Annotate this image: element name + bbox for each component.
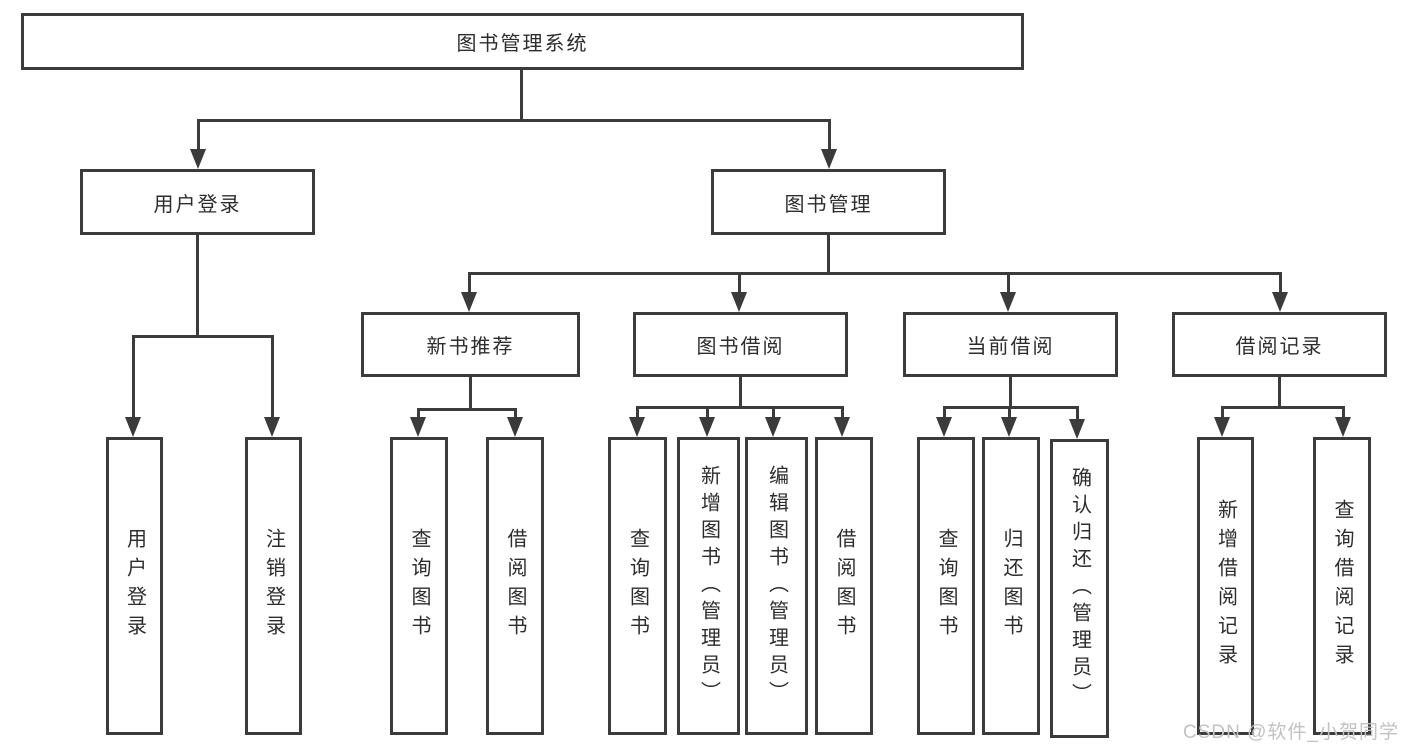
- arrowhead-icon: [1001, 417, 1017, 437]
- arrowhead-icon: [264, 417, 280, 437]
- leaf-borrow-edit-book-admin-label: 编辑图书（管理员）: [765, 464, 788, 708]
- leaf-recommend-query-book: 查询图书: [390, 437, 448, 735]
- arrowhead-icon: [699, 417, 715, 437]
- connector-line: [1008, 406, 1011, 418]
- connector-line: [1009, 377, 1012, 409]
- arrowhead-icon: [461, 292, 477, 312]
- connector-line: [943, 406, 946, 418]
- node-borrow-record: 借阅记录: [1172, 312, 1387, 377]
- arrowhead-icon: [125, 417, 141, 437]
- node-new-book-recommend-label: 新书推荐: [426, 336, 515, 358]
- connector-line: [197, 119, 200, 151]
- connector-line: [468, 272, 471, 294]
- leaf-current-return-book-label: 归还图书: [1000, 528, 1022, 644]
- leaf-current-query-book-label: 查询图书: [935, 528, 957, 644]
- connector-line: [827, 235, 830, 275]
- connector-line: [132, 335, 135, 419]
- leaf-borrow-query-book-label: 查询图书: [626, 528, 649, 644]
- connector-line: [1221, 406, 1345, 409]
- connector-line: [1007, 272, 1010, 294]
- arrowhead-icon: [1214, 417, 1230, 437]
- node-library-system-label: 图书管理系统: [456, 33, 589, 55]
- node-borrow-record-label: 借阅记录: [1235, 336, 1324, 358]
- connector-line: [520, 70, 523, 121]
- csdn-watermark: CSDN @软件_小贺同学: [1183, 722, 1399, 743]
- connector-line: [706, 406, 709, 418]
- leaf-current-query-book: 查询图书: [917, 437, 975, 735]
- arrowhead-icon: [410, 417, 426, 437]
- leaf-user-login-label: 用户登录: [123, 528, 146, 644]
- leaf-record-add-record: 新增借阅记录: [1197, 437, 1254, 735]
- node-book-borrow: 图书借阅: [633, 312, 848, 377]
- connector-line: [1342, 406, 1345, 418]
- connector-line: [417, 408, 517, 411]
- leaf-borrow-add-book-admin-label: 新增图书（管理员）: [697, 464, 720, 708]
- connector-line: [132, 335, 274, 338]
- arrowhead-icon: [936, 417, 952, 437]
- leaf-borrow-borrow-book-label: 借阅图书: [833, 528, 855, 644]
- arrowhead-icon: [190, 149, 206, 169]
- arrowhead-icon: [1272, 292, 1288, 312]
- node-book-management: 图书管理: [711, 169, 946, 235]
- connector-line: [739, 377, 742, 409]
- connector-line: [943, 406, 1079, 409]
- connector-line: [1076, 406, 1079, 420]
- arrowhead-icon: [765, 417, 781, 437]
- leaf-logout-label: 注销登录: [262, 528, 285, 644]
- leaf-recommend-borrow-book: 借阅图书: [486, 437, 544, 735]
- node-library-system: 图书管理系统: [21, 13, 1024, 70]
- connector-line: [738, 272, 741, 294]
- node-current-borrow: 当前借阅: [903, 312, 1118, 377]
- connector-line: [636, 406, 639, 418]
- leaf-logout: 注销登录: [245, 437, 302, 735]
- connector-line: [196, 235, 199, 338]
- connector-line: [197, 119, 831, 122]
- arrowhead-icon: [1335, 417, 1351, 437]
- leaf-borrow-add-book-admin: 新增图书（管理员）: [677, 437, 740, 735]
- leaf-recommend-borrow-book-label: 借阅图书: [504, 528, 526, 644]
- node-user-login: 用户登录: [80, 169, 315, 235]
- connector-line: [469, 377, 472, 411]
- node-book-management-label: 图书管理: [784, 193, 873, 216]
- connector-line: [772, 406, 775, 418]
- connector-line: [841, 406, 844, 418]
- node-user-login-label: 用户登录: [153, 193, 242, 216]
- leaf-record-add-record-label: 新增借阅记录: [1214, 499, 1237, 673]
- leaf-current-return-book: 归还图书: [982, 437, 1040, 735]
- node-current-borrow-label: 当前借阅: [966, 336, 1055, 358]
- connector-line: [271, 335, 274, 419]
- leaf-current-confirm-return-admin: 确认归还（管理员）: [1050, 439, 1109, 738]
- connector-line: [1279, 272, 1282, 294]
- arrowhead-icon: [1069, 419, 1085, 439]
- leaf-recommend-query-book-label: 查询图书: [408, 528, 430, 644]
- leaf-record-query-record-label: 查询借阅记录: [1331, 499, 1353, 673]
- arrowhead-icon: [507, 417, 523, 437]
- arrowhead-icon: [834, 417, 850, 437]
- leaf-user-login: 用户登录: [106, 437, 163, 735]
- leaf-borrow-borrow-book: 借阅图书: [815, 437, 873, 735]
- connector-line: [636, 406, 844, 409]
- connector-line: [417, 408, 420, 419]
- connector-line: [468, 272, 1282, 275]
- node-new-book-recommend: 新书推荐: [361, 312, 580, 377]
- node-book-borrow-label: 图书借阅: [696, 336, 785, 358]
- leaf-current-confirm-return-admin-label: 确认归还（管理员）: [1068, 467, 1091, 710]
- leaf-record-query-record: 查询借阅记录: [1313, 437, 1371, 735]
- connector-line: [828, 119, 831, 151]
- connector-line: [514, 408, 517, 419]
- arrowhead-icon: [731, 292, 747, 312]
- leaf-borrow-edit-book-admin: 编辑图书（管理员）: [745, 437, 808, 735]
- connector-line: [1278, 377, 1281, 409]
- leaf-borrow-query-book: 查询图书: [608, 437, 667, 735]
- arrowhead-icon: [629, 417, 645, 437]
- arrowhead-icon: [1000, 292, 1016, 312]
- connector-line: [1221, 406, 1224, 418]
- arrowhead-icon: [821, 149, 837, 169]
